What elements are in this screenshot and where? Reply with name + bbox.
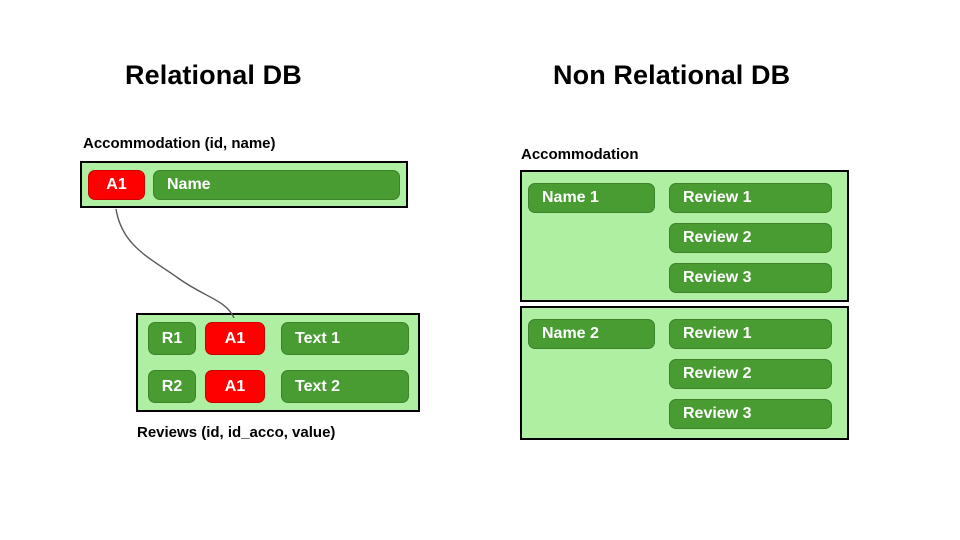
accommodation-table-caption: Accommodation (id, name)	[83, 135, 276, 152]
document-2-review-3-pill: Review 3	[669, 399, 832, 429]
reviews-row-2-id-pill: R2	[148, 370, 196, 403]
foreign-key-connector-curve	[115, 208, 235, 319]
accommodation-id-pill: A1	[88, 170, 145, 200]
document-1-review-3-pill: Review 3	[669, 263, 832, 293]
accommodation-collection-caption: Accommodation	[521, 146, 639, 163]
reviews-row-1-id-pill: R1	[148, 322, 196, 355]
page-title-relational: Relational DB	[125, 60, 302, 90]
reviews-row-1-value-pill: Text 1	[281, 322, 409, 355]
reviews-row-2-foreign-key-pill: A1	[205, 370, 265, 403]
document-2-review-1-pill: Review 1	[669, 319, 832, 349]
document-2-name-pill: Name 2	[528, 319, 655, 349]
document-1-review-1-pill: Review 1	[669, 183, 832, 213]
reviews-row-1-foreign-key-pill: A1	[205, 322, 265, 355]
page-title-non-relational: Non Relational DB	[553, 60, 791, 90]
document-2-review-2-pill: Review 2	[669, 359, 832, 389]
reviews-table-caption: Reviews (id, id_acco, value)	[137, 424, 336, 441]
document-1-review-2-pill: Review 2	[669, 223, 832, 253]
accommodation-name-pill: Name	[153, 170, 400, 200]
reviews-row-2-value-pill: Text 2	[281, 370, 409, 403]
document-1-name-pill: Name 1	[528, 183, 655, 213]
